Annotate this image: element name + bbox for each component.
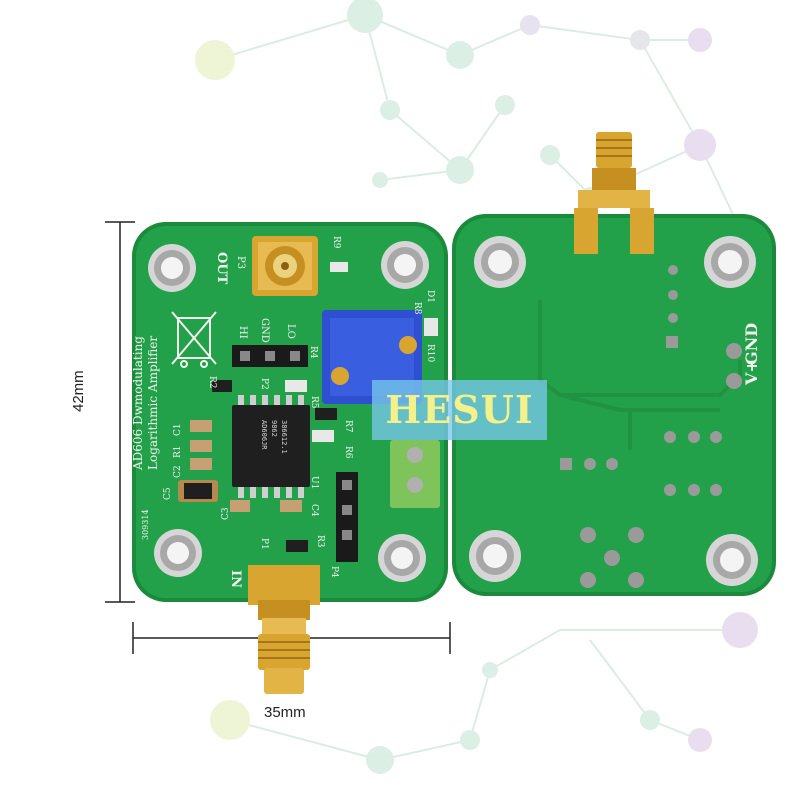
r5-ref: R5 [309,396,319,409]
r2-ref: R2 [207,376,217,389]
lo-label: LO [285,324,296,339]
title-line-1: AD606 Dwmodulating [131,336,145,471]
u1-ref: U1 [309,476,319,489]
r9-ref: R9 [331,236,341,249]
back-sma-connector [574,132,654,254]
front-pcb [132,222,448,694]
height-dimension-label: 42mm [70,370,87,412]
r3-ref: R3 [315,535,325,548]
ad606-chip [232,395,310,498]
height-dimension-line [105,221,135,603]
screw-terminal-block [390,440,440,508]
p2-ref: P2 [259,378,269,390]
chip-marking-line-2: 9862 [270,420,278,437]
r7-ref: R7 [343,420,353,433]
back-gnd-label: GND [742,323,761,365]
back-solder-pads [560,265,742,588]
c5-ref: C5 [163,487,173,500]
mounting-hole-top-right [381,241,429,289]
r10-ref: R10 [425,344,435,363]
mounting-hole-top-left [148,244,196,292]
back-mounting-holes [469,236,758,586]
sma-connector-out [252,236,318,296]
c4-ref: C4 [309,504,319,517]
chip-marking-line-1: AD606JR [260,420,268,450]
p4-ref: P4 [329,566,339,578]
weee-disposal-icon [171,311,217,368]
c3-ref: C3 [221,507,231,520]
in-label: IN [228,570,243,588]
header-p4 [336,472,358,562]
r1-ref: R1 [173,445,183,458]
chip-marking-line-3: 386612.1 [280,420,288,454]
passive-components [178,262,438,552]
hesui-watermark: HESUI [372,380,547,440]
back-pcb [452,132,776,596]
c2-ref: C2 [173,465,183,478]
back-vplus-label: V+ [742,359,761,386]
d1-ref: D1 [425,290,435,303]
r6-ref: R6 [343,446,353,459]
header-p2 [232,345,308,367]
sma-connector-in [248,565,320,694]
r8-ref: R8 [412,302,422,315]
hi-label: HI [237,326,248,339]
p1-ref: P1 [259,538,269,550]
back-traces [538,300,742,450]
mounting-hole-bottom-right [378,534,426,582]
mounting-hole-bottom-left [154,529,202,577]
title-line-2: Logarithmic Amplifier [146,336,160,470]
width-dimension-label: 35mm [264,704,306,721]
out-ref: P3 [235,256,246,269]
r4-ref: R4 [308,346,318,359]
c1-ref: C1 [173,423,183,436]
out-label: OUT [214,252,229,285]
gnd-label: GND [259,318,270,343]
date-code: 309314 [141,509,150,540]
